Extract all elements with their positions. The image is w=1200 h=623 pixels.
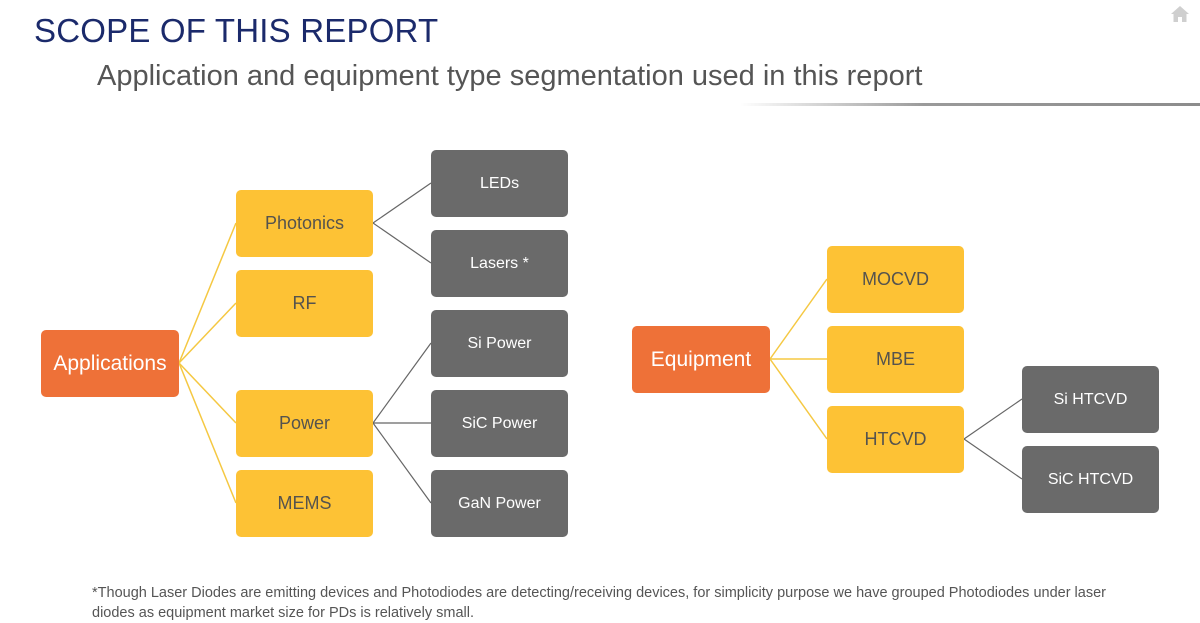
connector-equipment-htcvd bbox=[769, 358, 828, 440]
home-icon[interactable] bbox=[1170, 5, 1190, 23]
node-mocvd: MOCVD bbox=[827, 246, 964, 313]
node-si-htcvd: Si HTCVD bbox=[1022, 366, 1159, 433]
connector-applications-rf bbox=[178, 302, 237, 364]
node-rf: RF bbox=[236, 270, 373, 337]
node-htcvd: HTCVD bbox=[827, 406, 964, 473]
node-si-power: Si Power bbox=[431, 310, 568, 377]
connector-power-si bbox=[372, 342, 432, 424]
node-applications: Applications bbox=[41, 330, 179, 397]
page-subtitle: Application and equipment type segmentat… bbox=[97, 60, 923, 92]
connector-applications-mems bbox=[178, 362, 237, 504]
node-gan-power: GaN Power bbox=[431, 470, 568, 537]
connector-photonics-lasers bbox=[372, 222, 432, 264]
page-title: SCOPE OF THIS REPORT bbox=[34, 12, 439, 49]
connector-htcvd-si bbox=[963, 398, 1023, 440]
header-divider bbox=[740, 103, 1200, 106]
node-equipment: Equipment bbox=[632, 326, 770, 393]
connector-photonics-leds bbox=[372, 182, 432, 224]
connector-applications-power bbox=[178, 362, 237, 424]
connector-htcvd-sic bbox=[963, 438, 1023, 480]
connector-equipment-mocvd bbox=[769, 278, 828, 360]
node-mbe: MBE bbox=[827, 326, 964, 393]
connector-applications-photonics bbox=[178, 222, 237, 364]
node-mems: MEMS bbox=[236, 470, 373, 537]
node-lasers: Lasers * bbox=[431, 230, 568, 297]
node-power: Power bbox=[236, 390, 373, 457]
node-sic-power: SiC Power bbox=[431, 390, 568, 457]
connector-power-gan bbox=[372, 422, 432, 504]
node-leds: LEDs bbox=[431, 150, 568, 217]
node-photonics: Photonics bbox=[236, 190, 373, 257]
node-sic-htcvd: SiC HTCVD bbox=[1022, 446, 1159, 513]
footnote: *Though Laser Diodes are emitting device… bbox=[92, 585, 1106, 621]
